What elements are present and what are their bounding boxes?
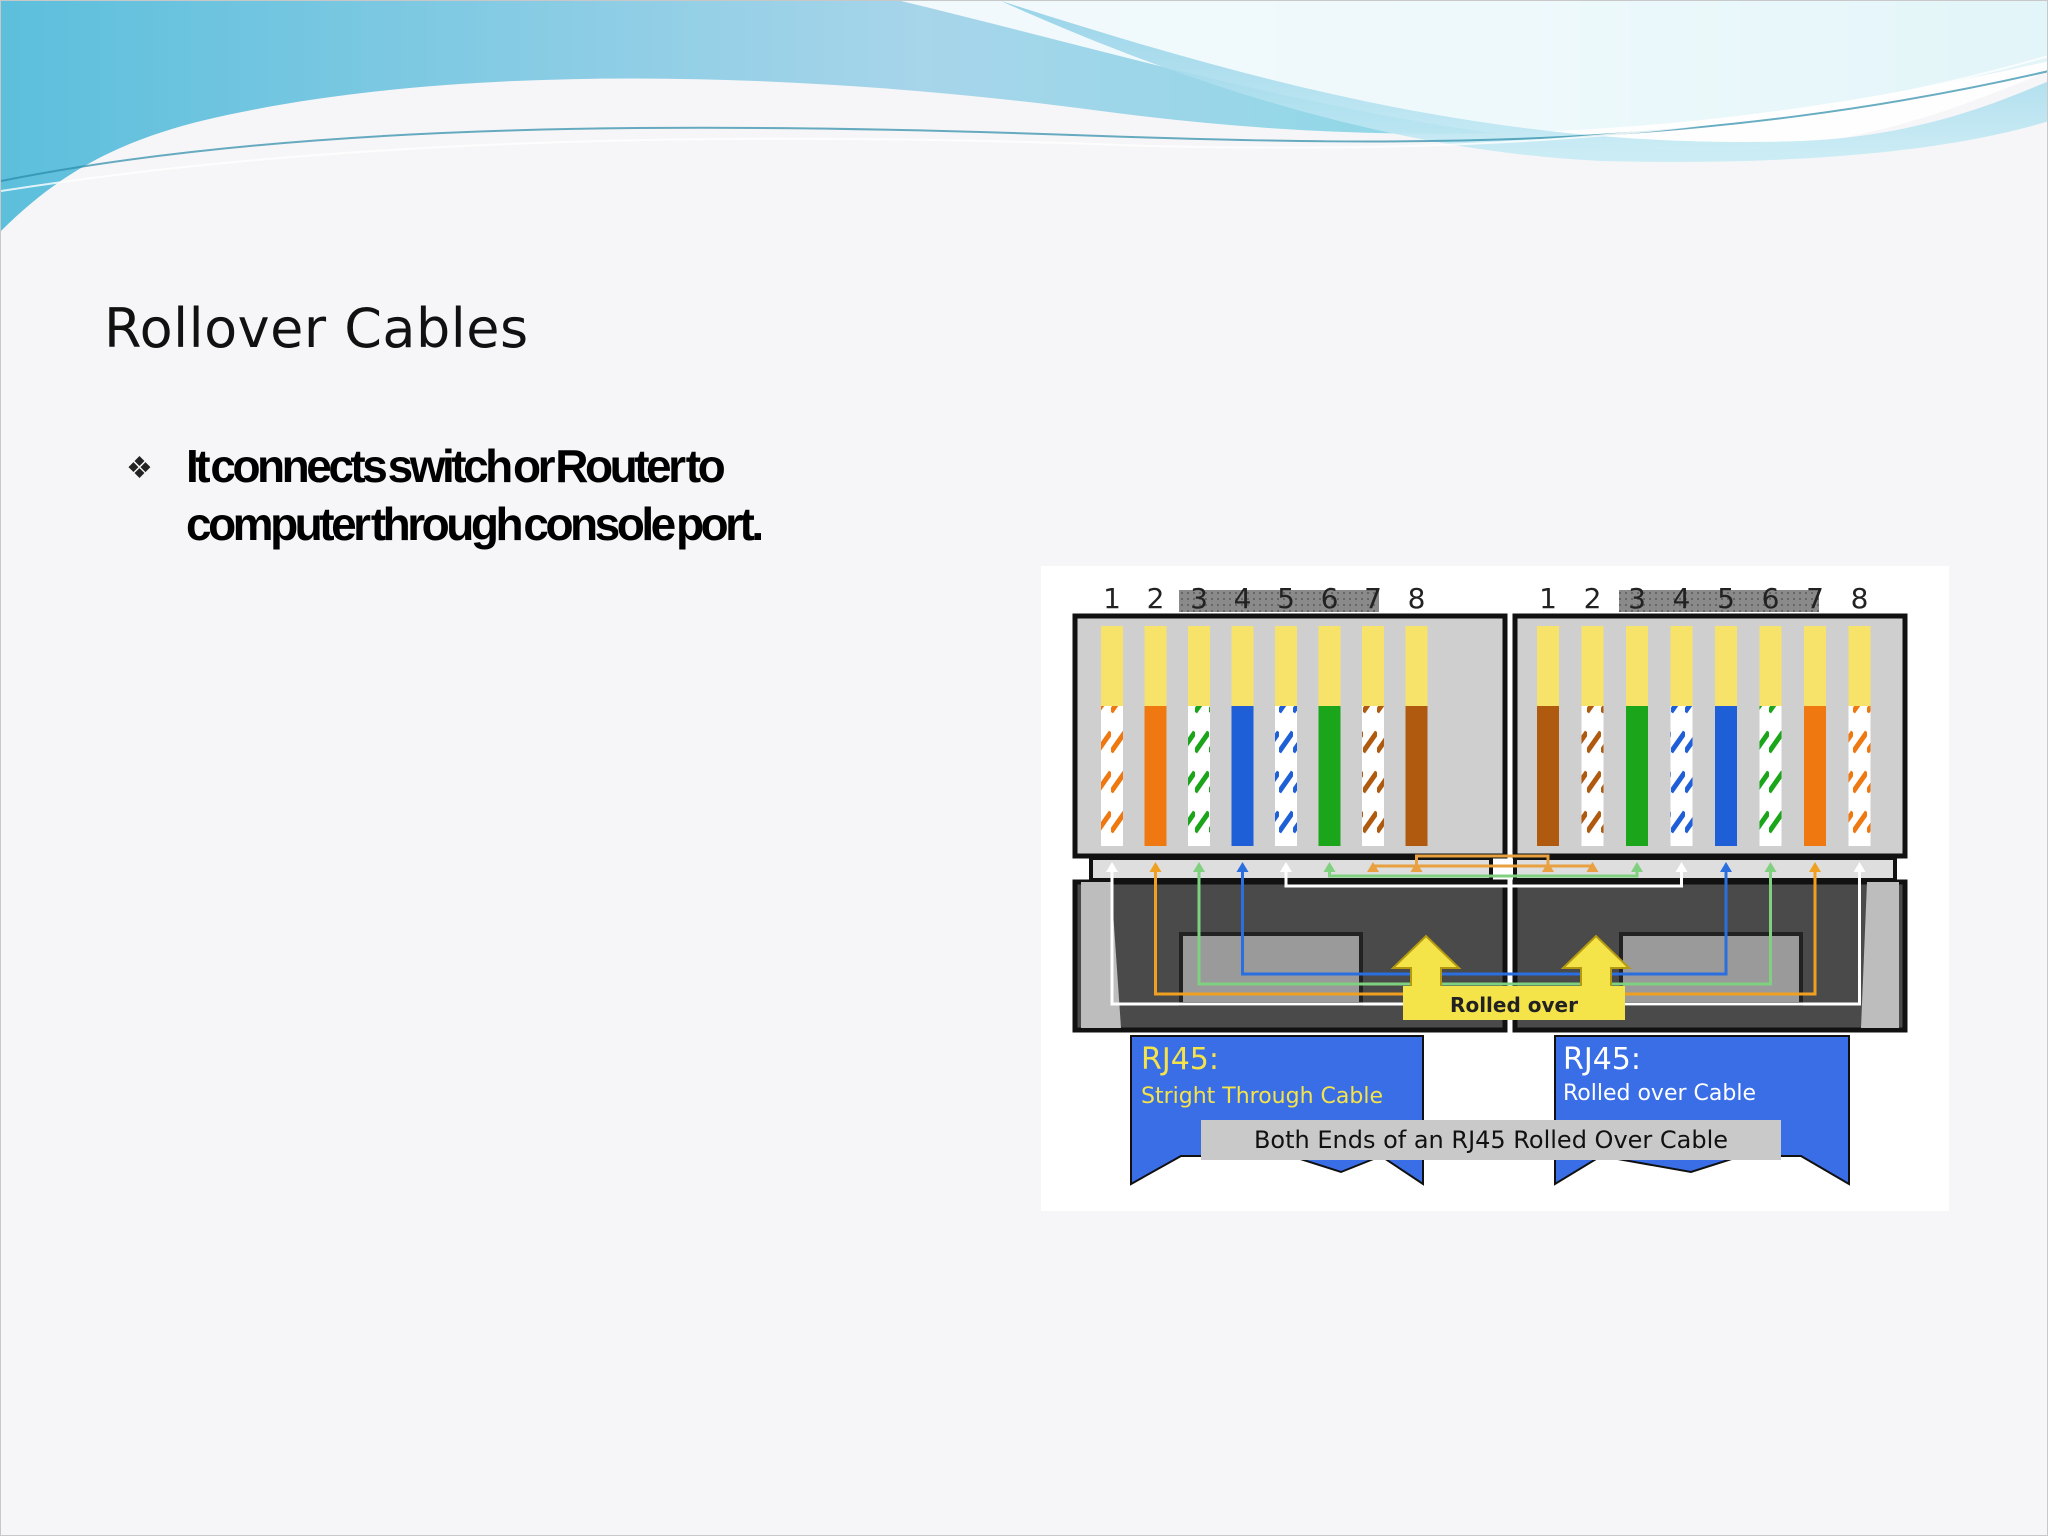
- route-arrowhead-left: [1149, 862, 1162, 872]
- left-pin-contact: [1144, 626, 1167, 706]
- right-pin-label: 8: [1851, 582, 1869, 615]
- left-pin-label: 6: [1321, 582, 1339, 615]
- route-line-5: [1284, 866, 1683, 888]
- route-arrowhead-left: [1410, 862, 1423, 872]
- left-pin-label: 3: [1190, 582, 1208, 615]
- route-arrowhead-right: [1586, 862, 1599, 872]
- right-wire-3: [1626, 706, 1648, 846]
- diamond-bullet-icon: ❖: [126, 452, 153, 485]
- left-pin-label: 2: [1147, 582, 1165, 615]
- left-pin-label: 7: [1364, 582, 1382, 615]
- route-arrowhead-left: [1280, 862, 1292, 872]
- left-pin-label: 5: [1277, 582, 1295, 615]
- route-arrowhead-right: [1631, 862, 1643, 872]
- right-wires: [1537, 626, 1871, 846]
- left-pin-label: 1: [1103, 582, 1121, 615]
- right-wire-1: [1537, 706, 1559, 846]
- bullet-item: ❖ It connects switch or Router to comput…: [126, 437, 886, 553]
- route-line-8: [1415, 854, 1550, 866]
- route-arrowhead-left: [1367, 862, 1379, 872]
- route-arrowhead-right: [1675, 862, 1688, 872]
- route-arrowhead-left: [1323, 862, 1336, 872]
- left-pin-contact: [1188, 626, 1210, 706]
- right-banner-subtitle: Rolled over Cable: [1563, 1081, 1756, 1106]
- right-banner-title: RJ45:: [1563, 1042, 1641, 1077]
- route-arrowhead-right: [1809, 862, 1821, 872]
- rolled-over-label: Rolled over: [1450, 993, 1578, 1017]
- route-arrowhead-left: [1106, 862, 1118, 872]
- left-pin-label: 8: [1408, 582, 1426, 615]
- route-arrowhead-right: [1764, 862, 1777, 872]
- left-wire-2: [1144, 706, 1167, 846]
- right-wire-4: [1670, 706, 1693, 846]
- right-pin-contact: [1670, 626, 1693, 706]
- right-pin-contact: [1537, 626, 1559, 706]
- left-banner-title: RJ45:: [1141, 1042, 1219, 1077]
- right-pin-label: 2: [1584, 582, 1602, 615]
- left-banner-subtitle: Stright Through Cable: [1141, 1084, 1383, 1109]
- left-latch-window: [1179, 932, 1363, 1006]
- right-pin-contact: [1581, 626, 1604, 706]
- right-pin-contact: [1848, 626, 1871, 706]
- route-line-4: [1241, 866, 1728, 976]
- left-pin-label: 4: [1234, 582, 1252, 615]
- left-pin-contact: [1231, 626, 1254, 706]
- left-wire-4: [1231, 706, 1254, 846]
- left-wire-8: [1405, 706, 1428, 846]
- left-wire-7: [1362, 706, 1384, 846]
- left-pin-contact: [1362, 626, 1384, 706]
- left-pin-contact: [1405, 626, 1428, 706]
- right-wire-2: [1581, 706, 1604, 846]
- left-pin-contact: [1318, 626, 1341, 706]
- left-wire-5: [1275, 706, 1297, 846]
- route-arrowhead-left: [1236, 862, 1249, 872]
- right-pin-label: 7: [1806, 582, 1824, 615]
- header-wave-decoration: [1, 1, 2047, 231]
- right-wire-7: [1804, 706, 1826, 846]
- route-arrowhead-left: [1193, 862, 1205, 872]
- right-pin-contact: [1626, 626, 1648, 706]
- caption-bg: [1201, 1120, 1781, 1160]
- right-wire-8: [1848, 706, 1871, 846]
- right-pin-contact: [1715, 626, 1737, 706]
- route-arrowhead-right: [1853, 862, 1866, 872]
- right-connector-body: [1512, 613, 1908, 859]
- right-pin-contact: [1804, 626, 1826, 706]
- route-arrowhead-right: [1542, 862, 1554, 872]
- route-line-3: [1197, 866, 1772, 986]
- rolled-over-label-bg: [1403, 986, 1625, 1020]
- route-arrowhead-right: [1720, 862, 1732, 872]
- right-wire-6: [1759, 706, 1782, 846]
- diagram-caption: Both Ends of an RJ45 Rolled Over Cable: [1254, 1126, 1728, 1154]
- right-pin-label: 1: [1539, 582, 1557, 615]
- right-contact-strip: [1619, 590, 1819, 612]
- left-wire-3: [1188, 706, 1210, 846]
- right-pin-contact: [1759, 626, 1782, 706]
- right-pin-label: 6: [1762, 582, 1780, 615]
- bullet-list: ❖ It connects switch or Router to comput…: [126, 437, 886, 553]
- slide-title: Rollover Cables: [104, 297, 529, 360]
- right-pin-label: 3: [1628, 582, 1646, 615]
- right-wire-5: [1715, 706, 1737, 846]
- left-pin-contact: [1101, 626, 1123, 706]
- left-wire-6: [1318, 706, 1341, 846]
- right-pin-label: 5: [1717, 582, 1735, 615]
- left-pin-contact: [1275, 626, 1297, 706]
- right-housing-side: [1861, 882, 1899, 1028]
- right-pin-label: 4: [1673, 582, 1691, 615]
- bullet-text: It connects switch or Router to computer…: [186, 440, 764, 550]
- left-wire-1: [1101, 706, 1123, 846]
- left-contact-strip: [1179, 590, 1379, 612]
- left-wires: [1101, 626, 1428, 846]
